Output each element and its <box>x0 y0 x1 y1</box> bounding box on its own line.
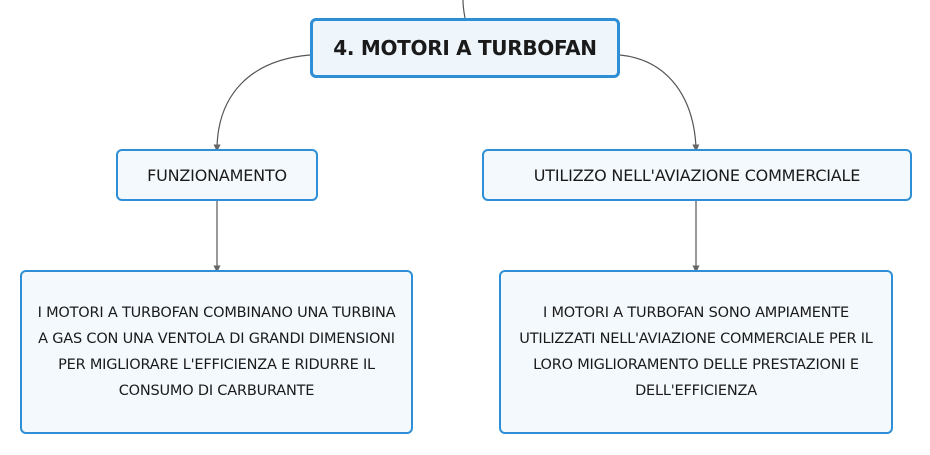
branch-node-label: FUNZIONAMENTO <box>147 165 287 185</box>
connector-root-to-utilizzo <box>619 54 700 152</box>
branch-node-utilizzo[interactable]: UTILIZZO NELL'AVIAZIONE COMMERCIALE <box>482 149 912 201</box>
detail-node-text: I MOTORI A TURBOFAN SONO AMPIAMENTE UTIL… <box>519 305 873 399</box>
branch-node-funzionamento[interactable]: FUNZIONAMENTO <box>116 149 318 201</box>
root-node-label: 4. MOTORI A TURBOFAN <box>333 36 597 60</box>
connector-parent-to-root <box>462 0 466 19</box>
connector-root-to-funzionamento <box>213 54 311 152</box>
detail-node-utilizzo[interactable]: I MOTORI A TURBOFAN SONO AMPIAMENTE UTIL… <box>499 270 893 434</box>
detail-node-text: I MOTORI A TURBOFAN COMBINANO UNA TURBIN… <box>37 305 396 399</box>
root-node[interactable]: 4. MOTORI A TURBOFAN <box>310 18 620 78</box>
detail-node-funzionamento[interactable]: I MOTORI A TURBOFAN COMBINANO UNA TURBIN… <box>20 270 413 434</box>
branch-node-label: UTILIZZO NELL'AVIAZIONE COMMERCIALE <box>533 165 861 185</box>
